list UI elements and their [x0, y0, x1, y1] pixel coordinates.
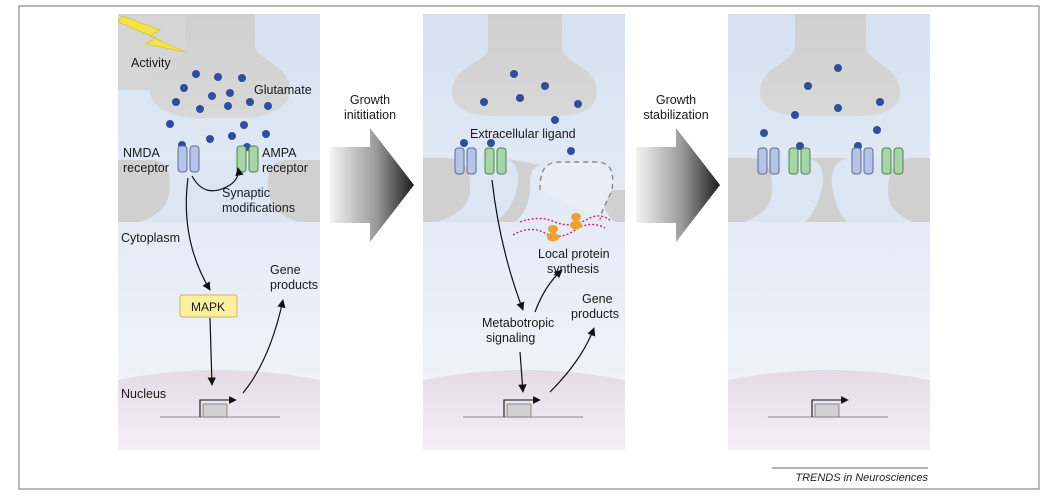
gene-products-arrow: [549, 327, 596, 393]
panel-2: Extracellular ligand Local protein synth…: [423, 14, 625, 450]
mrna-strand: [512, 223, 606, 238]
spine-head: [140, 160, 298, 222]
nmda-receptor: [454, 147, 477, 175]
gene-label-2: products: [571, 307, 619, 321]
nucleus-label: Nucleus: [121, 387, 166, 401]
ribosome-icon: [547, 225, 559, 242]
nmda-receptor: [851, 147, 874, 175]
synaptic-label-2: modifications: [222, 201, 295, 215]
extracellular-label: Extracellular ligand: [470, 127, 576, 141]
arrow2-label-1: Growth: [656, 93, 696, 107]
to-local-synthesis-arrow: [534, 269, 563, 313]
promoter-arrow: [199, 396, 237, 417]
metabotropic-label-1: Metabotropic: [482, 316, 554, 330]
nmda-label-2: receptor: [123, 161, 169, 175]
promoter-arrow: [811, 396, 849, 417]
ampa-receptor: [484, 147, 507, 175]
gene-label-1: Gene: [582, 292, 613, 306]
signaling-to-nucleus-arrow: [518, 351, 527, 393]
spine-head-2: [831, 158, 912, 222]
presynaptic-terminal: [118, 14, 320, 118]
gene-products-arrow: [242, 299, 286, 394]
arrow2-label-2: stabilization: [643, 108, 708, 122]
ribosome-icon: [570, 213, 582, 230]
panel-3: [728, 14, 930, 450]
arrow1-label-2: inititiation: [344, 108, 396, 122]
to-metabotropic-arrow: [491, 179, 525, 311]
spine-neck-mid: [495, 158, 540, 222]
growth-stabilization-arrow: Growth stabilization: [636, 93, 720, 242]
metabotropic-label-2: signaling: [486, 331, 535, 345]
journal-credit: TRENDS in Neurosciences: [795, 472, 928, 484]
activity-label: Activity: [131, 56, 171, 70]
mapk-box: [179, 294, 238, 318]
panel-1: MAPK Activity Glutamate NMDA receptor AM…: [117, 14, 320, 450]
nmda-label-1: NMDA: [123, 146, 160, 160]
synaptic-mod-arrow: [191, 167, 244, 192]
spine-neck-left: [118, 160, 170, 222]
gene-box: [814, 403, 840, 418]
spine-neck-right: [268, 160, 320, 222]
nmda-receptor: [177, 145, 200, 173]
nmda-receptor: [757, 147, 780, 175]
spine-neck-mid: [805, 158, 848, 222]
arrow1-label-1: Growth: [350, 93, 390, 107]
promoter-arrow: [503, 396, 541, 417]
lightning-icon: [117, 15, 186, 53]
cytoplasm-label: Cytoplasm: [121, 231, 180, 245]
to-mapk-arrow: [185, 177, 211, 291]
presynaptic-terminal: [423, 14, 625, 116]
gene-box: [506, 403, 532, 418]
ampa-receptor: [788, 147, 811, 175]
local-synthesis-label-2: synthesis: [547, 262, 599, 276]
ampa-receptor: [881, 147, 904, 175]
mapk-label: MAPK: [191, 300, 225, 314]
ampa-label-2: receptor: [262, 161, 308, 175]
ampa-label-1: AMPA: [262, 146, 297, 160]
gene-label-1: Gene: [270, 263, 301, 277]
presynaptic-terminal: [728, 14, 930, 116]
mapk-to-nucleus-arrow: [207, 317, 216, 386]
presynaptic-left-edge: [118, 14, 185, 90]
glutamate-label: Glutamate: [254, 83, 312, 97]
gene-box: [202, 403, 228, 418]
synaptic-label-1: Synaptic: [222, 186, 270, 200]
growth-initiation-arrow: Growth inititiation: [330, 93, 414, 242]
new-spine-outline: [539, 161, 614, 221]
gene-label-2: products: [270, 278, 318, 292]
glutamate-dots: [166, 70, 272, 151]
spine-neck-right: [603, 190, 625, 222]
glutamate-dots: [460, 70, 582, 155]
local-synthesis-label-1: Local protein: [538, 247, 610, 261]
ampa-receptor: [236, 145, 259, 173]
